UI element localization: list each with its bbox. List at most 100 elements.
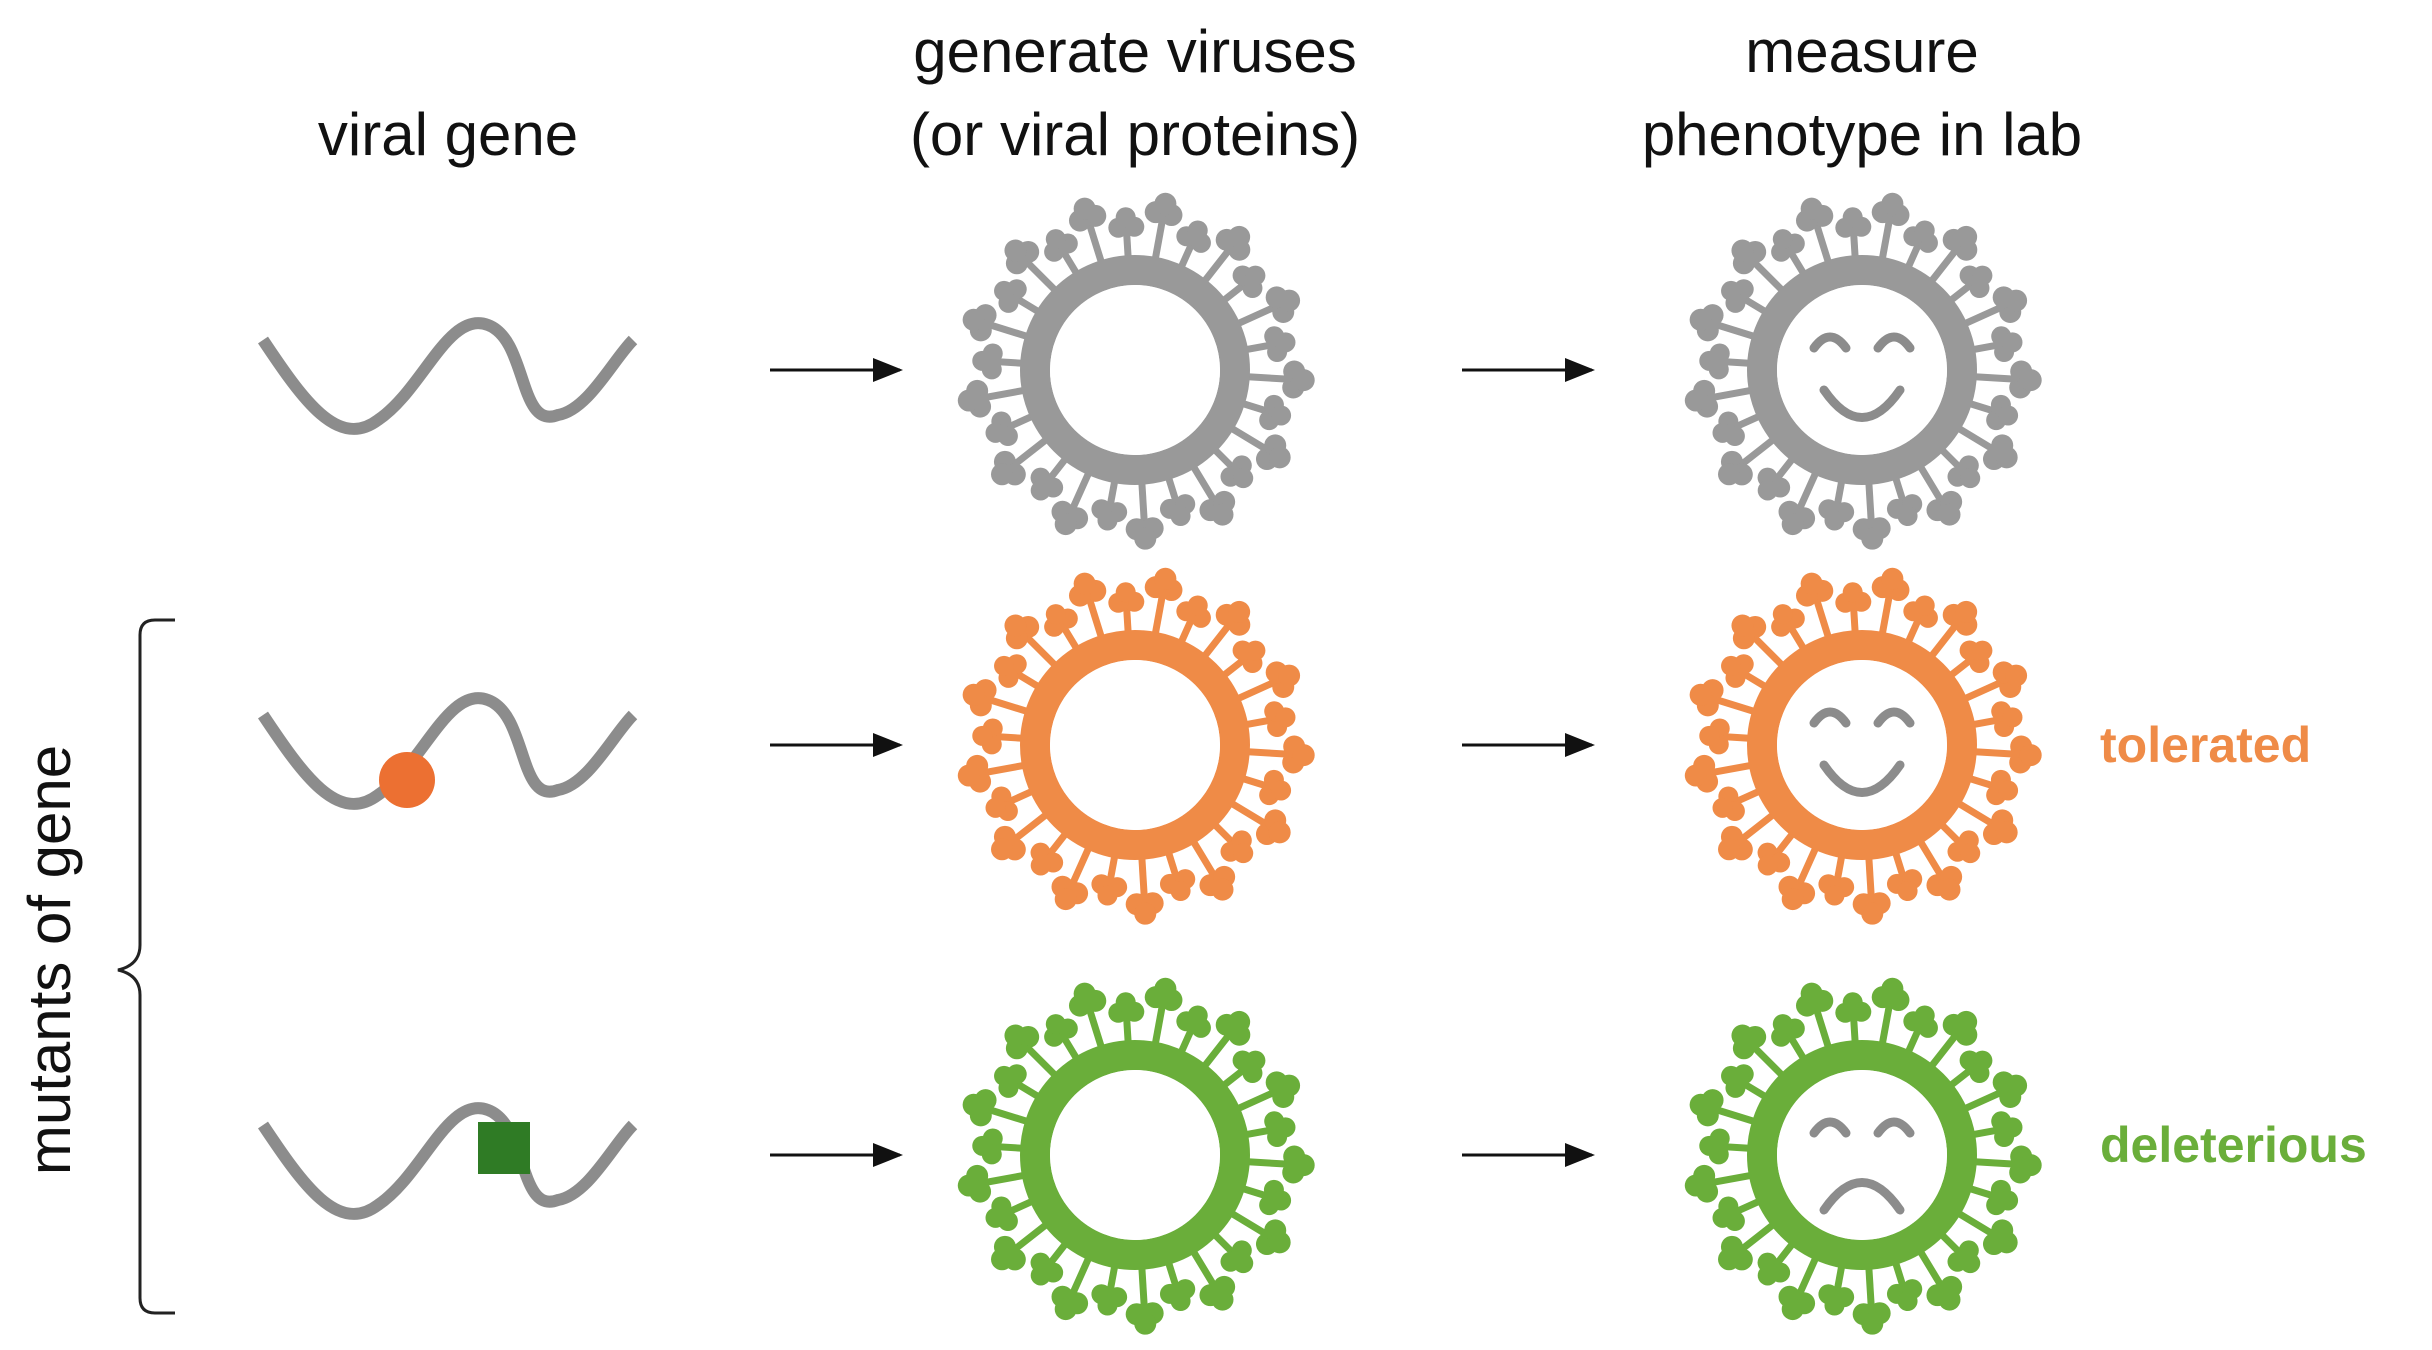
virus-spike-knob [1757, 855, 1778, 876]
virus-spike-stalk [1793, 469, 1820, 517]
face-eye-left [1809, 707, 1851, 728]
virus-spike-knob [1097, 510, 1118, 531]
virus-spike-knob [1861, 1312, 1884, 1335]
virus-spike-stalk [1955, 424, 2000, 456]
virus-spike-stalk [1916, 1248, 1948, 1293]
virus-spike-knob [1245, 265, 1266, 286]
virus-spike-stalk [1916, 463, 1948, 508]
virus-spike-stalk [1200, 242, 1236, 285]
virus-core [1777, 285, 1947, 455]
virus-spike-knob [2019, 1154, 2042, 1177]
virus-spike-stalk [1020, 630, 1059, 670]
virus-spike-stalk [1961, 301, 2009, 328]
virus-spike-stalk [1734, 435, 1777, 471]
virus-spike-stalk [1228, 1209, 1273, 1241]
virus-spike-knob [1712, 1207, 1733, 1228]
virus-spike-stalk [1811, 1002, 1833, 1051]
virus-spike-knob [1233, 1253, 1254, 1274]
virus-spike-knob [1938, 1288, 1961, 1311]
virus-spike-knob [1030, 480, 1051, 501]
virus-spike-knob [1170, 1291, 1191, 1312]
row-tolerated: tolerated [258, 567, 2311, 925]
virus-spike-knob [1245, 1050, 1266, 1071]
virus-spike-knob [985, 1207, 1006, 1228]
virus-spike-stalk [1955, 799, 2000, 831]
virus-spike-knob [1897, 881, 1918, 902]
virus-spike-knob [2019, 744, 2042, 767]
virus-spike-stalk [1189, 1248, 1221, 1293]
virus-spike-knob [1045, 604, 1066, 625]
virus-spike-knob [1689, 308, 1712, 331]
virus-spike-knob [1268, 1231, 1291, 1254]
virus-spike-knob [1228, 600, 1251, 623]
virus-spike-knob [1689, 683, 1712, 706]
virus-spike-stalk [1084, 217, 1106, 266]
virus-spike-knob [1684, 389, 1707, 412]
virus-spike-stalk [1234, 301, 1282, 328]
virus-spike-knob [1842, 207, 1863, 228]
face-eye-right [1873, 1117, 1915, 1138]
virus-envelope [1747, 1040, 1977, 1270]
virus-spike-knob [1275, 1117, 1296, 1138]
phenotype-virus [1684, 192, 2042, 550]
virus-spike-knob [1842, 992, 1863, 1013]
virus-spike-stalk [1234, 1086, 1282, 1113]
virus-spike-knob [1233, 843, 1254, 864]
virus-spike-stalk [1007, 810, 1050, 846]
virus-spike-stalk [1709, 319, 1758, 341]
virus-spike-knob [1115, 992, 1136, 1013]
virus-spike-knob [1684, 764, 1707, 787]
virus-spike-knob [1689, 1093, 1712, 1116]
virus-spike-knob [1268, 446, 1291, 469]
virus-spike-knob [1772, 1014, 1793, 1035]
gene-wave [258, 317, 638, 435]
column-header-generate-line1: generate viruses [913, 18, 1357, 85]
virus-spike-knob [1914, 595, 1935, 616]
virus-spike-stalk [1228, 424, 1273, 456]
virus-spike-knob [1699, 725, 1720, 746]
mutants-of-gene-label: mutants of gene [16, 745, 83, 1175]
virus-spike-stalk [1865, 855, 1876, 904]
virus-spike-knob [1897, 1291, 1918, 1312]
virus-spike-stalk [1007, 435, 1050, 471]
virus-spike-knob [1292, 369, 1315, 392]
virus-spike-knob [1938, 878, 1961, 901]
virus-spike-knob [1045, 229, 1066, 250]
virus-spike-knob [1268, 821, 1291, 844]
virus-spike-knob [1292, 744, 1315, 767]
virus-spike-stalk [1927, 617, 1963, 660]
virus-particle [957, 192, 1315, 550]
virus-spike-stalk [982, 1104, 1031, 1126]
virus-spike-knob [1004, 1024, 1027, 1047]
virus-spike-stalk [1972, 373, 2021, 384]
virus-spike-stalk [1245, 1158, 1294, 1169]
virus-spike-knob [991, 463, 1014, 486]
virus-core [1050, 285, 1220, 455]
virus-spike-knob [2005, 664, 2028, 687]
virus-spike-knob [1211, 503, 1234, 526]
virus-spike-stalk [977, 386, 1027, 403]
virus-spike-knob [1275, 332, 1296, 353]
virus-spike-knob [2002, 707, 2023, 728]
virus-spike-knob [1998, 780, 2019, 801]
virus-spike-knob [1842, 582, 1863, 603]
virus-spike-knob [1995, 1231, 2018, 1254]
virus-spike-knob [1699, 1135, 1720, 1156]
virus-spike-knob [1170, 506, 1191, 527]
virus-spike-stalk [1916, 838, 1948, 883]
virus-spike-stalk [1793, 1254, 1820, 1302]
column-header-viral-gene: viral gene [318, 101, 578, 168]
virus-spike-knob [1972, 640, 1993, 661]
virus-spike-stalk [1151, 587, 1168, 637]
virus-spike-knob [957, 389, 980, 412]
column-header-measure-line2: phenotype in lab [1642, 101, 2082, 168]
virus-spike-knob [1757, 1265, 1778, 1286]
virus-spike-stalk [1734, 810, 1777, 846]
virus-spike-knob [1914, 220, 1935, 241]
virus-spike-knob [1897, 506, 1918, 527]
virus-spike-knob [1718, 1248, 1741, 1271]
face-smile [1819, 760, 1905, 797]
virus-spike-knob [1998, 1190, 2019, 1211]
virus-spike-stalk [1961, 676, 2009, 703]
virus-spike-knob [1824, 510, 1845, 531]
